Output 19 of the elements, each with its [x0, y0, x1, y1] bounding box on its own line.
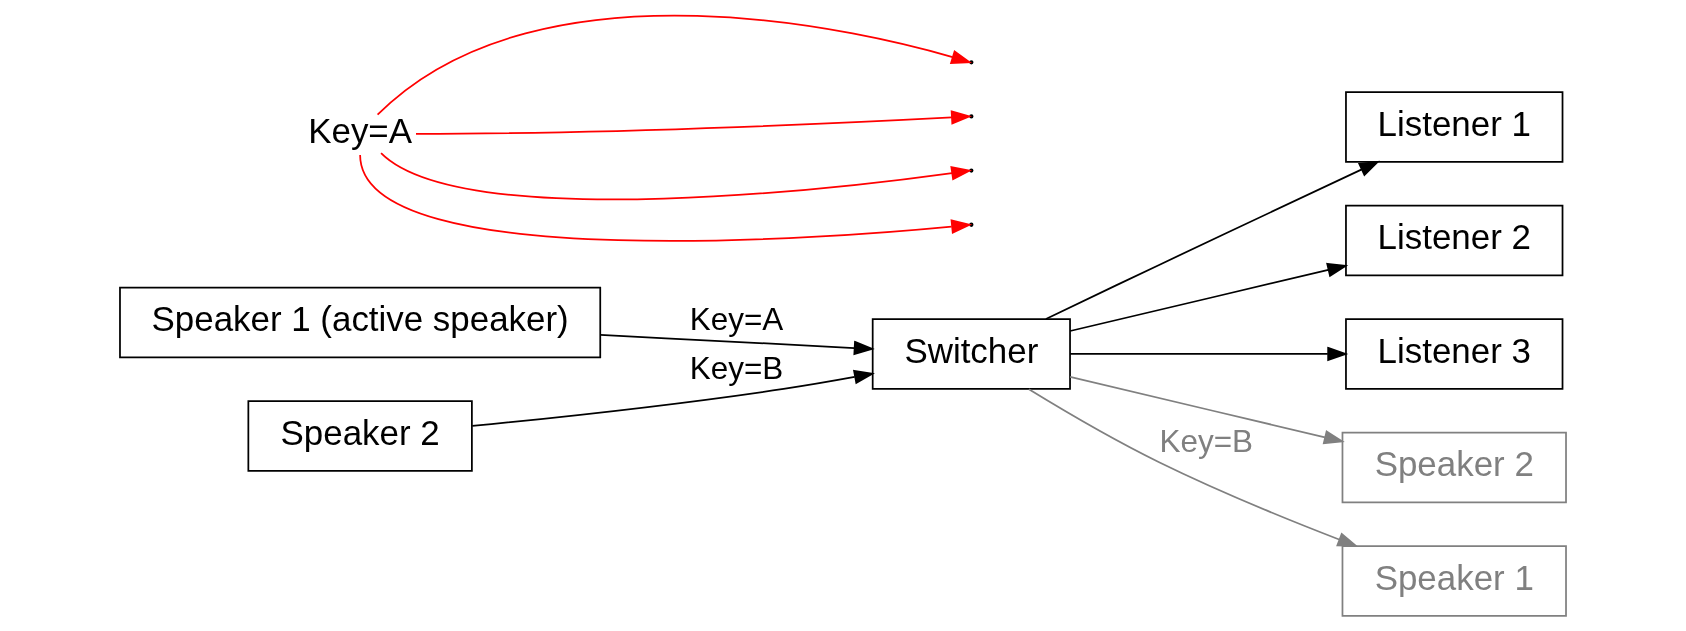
node-box: Listener 3 [1345, 318, 1564, 390]
arrow [1045, 160, 1381, 320]
node-box: Speaker 1 [1341, 545, 1567, 617]
node-box: Switcher [871, 318, 1071, 390]
node-box: Speaker 2 [247, 400, 473, 472]
node-box: Listener 1 [1345, 91, 1564, 163]
arrow [471, 369, 875, 427]
arrow [1069, 346, 1349, 362]
node-box: Speaker 1 (active speaker) [119, 286, 602, 359]
node-text: Key=A [308, 110, 413, 150]
node-box: Listener 2 [1345, 204, 1564, 277]
arrow [1069, 262, 1349, 332]
arrow [1028, 388, 1359, 547]
arrow [1069, 376, 1345, 445]
edge-label: Key=B [689, 351, 784, 387]
edge-label: Key=B [1159, 424, 1253, 460]
edge-label: Key=A [689, 302, 784, 338]
arrow [599, 334, 875, 356]
node-box: Speaker 2 [1341, 431, 1567, 504]
